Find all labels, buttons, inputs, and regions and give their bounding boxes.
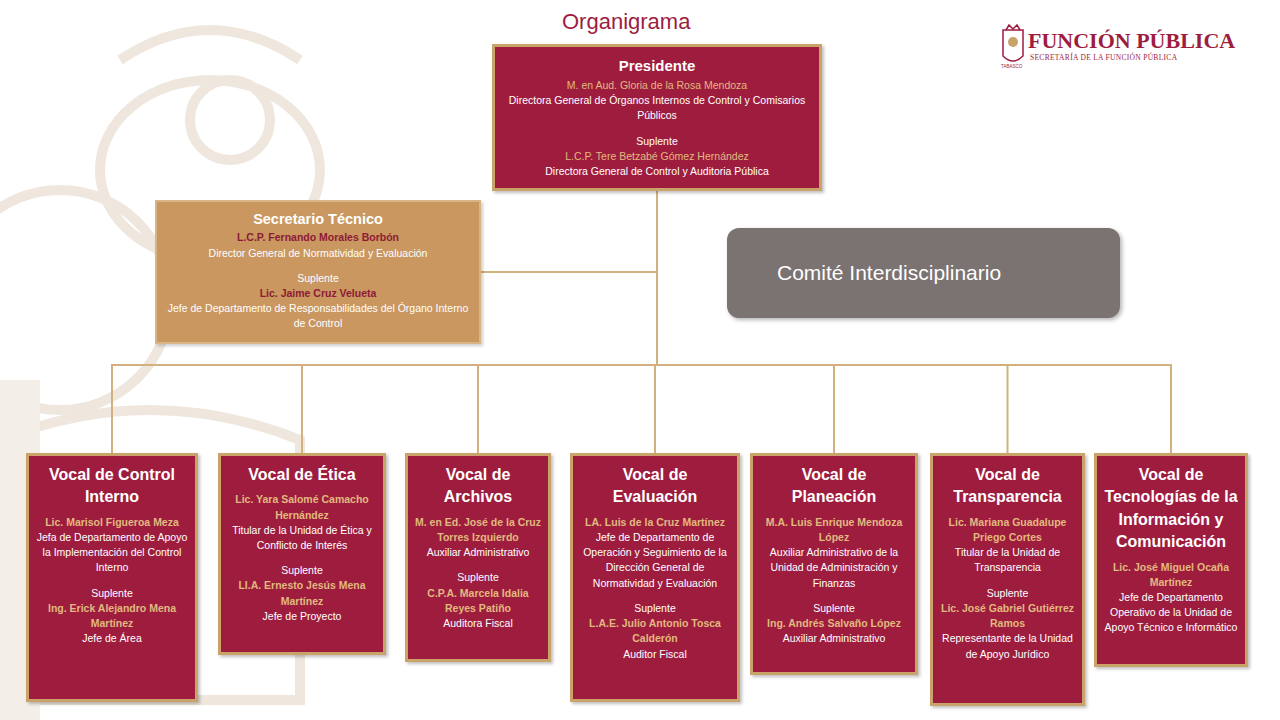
person-name: Lic. José Miguel Ocaña Martínez bbox=[1103, 560, 1239, 590]
chart-title: Organigrama bbox=[562, 9, 690, 35]
position-title: Directora General de Órganos Internos de… bbox=[501, 93, 813, 123]
logo-shield bbox=[1003, 25, 1023, 61]
vocal-box: Vocal de EvaluaciónLA. Luis de la Cruz M… bbox=[570, 453, 740, 702]
committee-label: Comité Interdisciplinario bbox=[777, 261, 1001, 285]
person-name: L.A.E. Julio Antonio Tosca Calderón bbox=[579, 616, 731, 646]
position-title: Auxiliar Administrativo bbox=[414, 545, 542, 560]
box-heading: Secretario Técnico bbox=[165, 209, 471, 229]
vocal-box: Vocal de Tecnologías de la Información y… bbox=[1094, 453, 1248, 667]
vocal-box: Vocal de Archivos M. en Ed. José de la Cr… bbox=[405, 453, 551, 662]
position-title: Jefe de Área bbox=[35, 631, 189, 646]
position-title: Representante de la Unidad de Apoyo Jurí… bbox=[939, 631, 1076, 661]
position-title: Auxiliar Administrativo bbox=[759, 631, 909, 646]
org-connector bbox=[657, 191, 1171, 453]
substitute-label: Suplente bbox=[501, 134, 813, 149]
person-name: LA. Luis de la Cruz Martínez bbox=[579, 515, 731, 530]
person-name: M. en Ed. José de la Cruz Torres Izquier… bbox=[414, 515, 542, 545]
box-heading: Presidente bbox=[501, 55, 813, 76]
secretary-box: Secretario TécnicoL.C.P. Fernando Morale… bbox=[155, 200, 481, 344]
position-title: Jefe de Departamento de Operación y Segu… bbox=[579, 530, 731, 591]
substitute-label: Suplente bbox=[414, 570, 542, 585]
substitute-label: Suplente bbox=[759, 601, 909, 616]
position-title: Director General de Normatividad y Evalu… bbox=[165, 246, 471, 261]
position-title: Jefe de Departamento Operativo de la Uni… bbox=[1103, 590, 1239, 636]
vocal-box: Vocal de ÉticaLic. Yara Salomé Camacho H… bbox=[218, 453, 386, 655]
org-connector bbox=[481, 191, 657, 272]
vocal-box: Vocal de TransparenciaLic. Mariana Guada… bbox=[930, 453, 1085, 706]
substitute-label: Suplente bbox=[939, 586, 1076, 601]
person-name: Ing. Erick Alejandro Mena Martínez bbox=[35, 601, 189, 631]
box-heading: Vocal de Planeación bbox=[759, 464, 909, 509]
substitute-label: Suplente bbox=[165, 271, 471, 286]
logo-subtitle: SECRETARÍA DE LA FUNCIÓN PÚBLICA bbox=[1030, 53, 1177, 62]
person-name: Lic. José Gabriel Gutiérrez Ramos bbox=[939, 601, 1076, 631]
box-heading: Vocal de Transparencia bbox=[939, 464, 1076, 509]
position-title: Titular de la Unidad de Ética y Conflict… bbox=[227, 523, 377, 553]
org-connector bbox=[112, 191, 657, 453]
president-box: Presidente M. en Aud. Gloria de la Rosa M… bbox=[492, 44, 822, 191]
person-name: L.C.P. Tere Betzabé Gómez Hernández bbox=[501, 149, 813, 164]
position-title: Auditora Fiscal bbox=[414, 616, 542, 631]
box-heading: Vocal de Ética bbox=[227, 464, 377, 486]
person-name: Lic. Mariana Guadalupe Priego Cortes bbox=[939, 515, 1076, 545]
substitute-label: Suplente bbox=[227, 563, 377, 578]
position-title: Auxiliar Administrativo de la Unidad de … bbox=[759, 545, 909, 591]
position-title: Jefa de Departamento de Apoyo la Impleme… bbox=[35, 530, 189, 576]
box-heading: Vocal de Control Interno bbox=[35, 464, 189, 509]
logo-state: TABASCO bbox=[1001, 64, 1022, 69]
committee-box: Comité Interdisciplinario bbox=[727, 228, 1120, 318]
person-name: C.P.A. Marcela Idalia Reyes Patiño bbox=[414, 586, 542, 616]
position-title: Jefe de Departamento de Responsabilidade… bbox=[165, 301, 471, 331]
position-title: Jefe de Proyecto bbox=[227, 609, 377, 624]
substitute-label: Suplente bbox=[35, 586, 189, 601]
org-connector bbox=[478, 191, 657, 453]
person-name: Ing. Andrés Salvaño López bbox=[759, 616, 909, 631]
substitute-label: Suplente bbox=[579, 601, 731, 616]
person-name: LI.A. Ernesto Jesús Mena Martínez bbox=[227, 578, 377, 608]
vocal-box: Vocal de Control InternoLic. Marisol Fig… bbox=[26, 453, 198, 702]
logo-text: FUNCIÓN PÚBLICA bbox=[1028, 28, 1235, 54]
person-name: M. en Aud. Gloria de la Rosa Mendoza bbox=[501, 78, 813, 93]
position-title: Titular de la Unidad de Transparencia bbox=[939, 545, 1076, 575]
person-name: Lic. Jaime Cruz Velueta bbox=[165, 286, 471, 301]
position-title: Auditor Fiscal bbox=[579, 647, 731, 662]
vocal-box: Vocal de PlaneaciónM.A. Luis Enrique Men… bbox=[750, 453, 918, 675]
box-heading: Vocal de Tecnologías de la Información y… bbox=[1103, 464, 1239, 554]
person-name: L.C.P. Fernando Morales Borbón bbox=[165, 230, 471, 245]
person-name: M.A. Luis Enrique Mendoza López bbox=[759, 515, 909, 545]
person-name: Lic. Yara Salomé Camacho Hernández bbox=[227, 492, 377, 522]
box-heading: Vocal de Archivos bbox=[414, 464, 542, 509]
box-heading: Vocal de Evaluación bbox=[579, 464, 731, 509]
position-title: Directora General de Control y Auditoria… bbox=[501, 164, 813, 179]
person-name: Lic. Marisol Figueroa Meza bbox=[35, 515, 189, 530]
